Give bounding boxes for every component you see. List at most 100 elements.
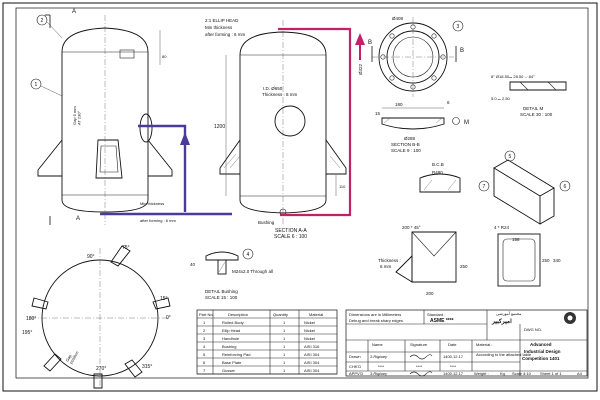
dim-250-b: 250 [460, 264, 468, 269]
dim-250-a: 250 [542, 258, 550, 263]
bcb-label: B.C.B [432, 162, 444, 167]
balloon-5: 5 [509, 154, 512, 160]
markup-strokes-purple: Min thickness after forming : 6 mm [100, 124, 232, 223]
min-thickness-top-2: after forming : 6 mm [205, 32, 246, 37]
parts-cell: Rolled Body [222, 320, 244, 325]
parts-cell: Handhole [222, 336, 240, 341]
scale-label: Scale 4:10 [512, 371, 532, 376]
sheet-border [2, 2, 598, 392]
dims-note: Dimensions are in Millimeters [349, 312, 401, 317]
parts-cell: 1 [203, 320, 206, 325]
parts-cell: 4 [203, 344, 206, 349]
parts-cell: 1 [283, 352, 286, 357]
weight-unit: Kg [500, 371, 505, 376]
section-letter-b-left: B [368, 40, 372, 46]
detail-bushing-view: 4 40 M24x2.0 Through all DETAIL Bushing … [190, 248, 273, 300]
balloon-7: 7 [483, 184, 486, 190]
standard-value: ASME **** [430, 318, 454, 324]
row-drawn: Drawn [349, 354, 361, 359]
dim-158: 158 [512, 237, 520, 242]
appvd-date: 1400.12.17 [443, 371, 464, 376]
parts-header-material: Material [309, 312, 323, 317]
dwg-no-label: DWG NO. [524, 327, 542, 332]
detail-bushing-scale: SCALE 15 : 100 [205, 295, 238, 300]
parts-cell: Nickel [304, 336, 315, 341]
front-view-vessel: 80 A A Gap 5 mmAT 230° [37, 9, 173, 225]
thickness-6-2: 6 mm [380, 264, 392, 269]
dim-6: 6 [447, 100, 450, 105]
gap-position-text: Gapposition [65, 348, 80, 365]
parts-cell: AISI 304 [304, 352, 320, 357]
detail-m-top-dim: 8° Ø18.50⌴ 28.50 ⌵ 84° [491, 74, 535, 79]
dim-340: 340 [553, 258, 561, 263]
balloon-2: 2 [41, 18, 44, 24]
chkd-signature: **** [416, 364, 423, 369]
section-letter-a-top: A [72, 9, 76, 15]
angle-180: 180° [26, 316, 36, 322]
sheet-inner-border [15, 7, 589, 379]
standard-label: Standard : [427, 312, 445, 317]
angle-195: 195° [22, 330, 32, 336]
dim-1200: 1200 [214, 124, 225, 130]
balloon-1: 1 [35, 82, 38, 88]
parts-table: Part No. Description Quantity Material 1… [196, 309, 338, 375]
parts-cell: Bushing [222, 344, 236, 349]
logo-gear-icon [564, 312, 576, 324]
dwg-title-2: Industrial Design [524, 349, 561, 354]
parts-cell: AISI 304 [304, 368, 320, 373]
parts-cell: 7 [203, 368, 206, 373]
chkd-name: **** [378, 364, 385, 369]
balloon-4: 4 [247, 252, 250, 258]
dim-80: 80 [162, 54, 167, 59]
detail-m-title: DETAIL M [523, 106, 544, 111]
min-thickness-top-1: Min thickness [205, 25, 233, 30]
logo-text-top: مجتمع آموزشی [496, 311, 521, 316]
parts-cell: Ellip Head [222, 328, 240, 333]
m24-label: M24x2.0 Through all [232, 269, 273, 274]
dim-180: 180 [395, 102, 403, 107]
gusset-isometric: 5 6 7 [478, 150, 571, 225]
dim-15: 15 [375, 111, 381, 116]
material-value: According to the attached table [476, 352, 532, 357]
section-b-scale: SCALE 9 : 100 [391, 148, 421, 153]
drawn-name: 3.Rigbary [370, 354, 388, 359]
section-b-b-profile: 180 15 6 Ø288 M SECTION B-B SCALE 9 : 10… [375, 100, 469, 153]
angle-0: 0° [166, 315, 171, 321]
parts-header-description: Description [228, 312, 248, 317]
balloon-3: 3 [457, 24, 460, 30]
dim-40: 40 [190, 262, 196, 267]
id-label: I.D. Ø650 [263, 86, 283, 91]
min-thickness-bottom-2: after forming : 6 mm [140, 218, 176, 223]
parts-cell: 1 [283, 360, 286, 365]
parts-cell: AISI 304 [304, 360, 320, 365]
parts-cell: 1 [283, 328, 286, 333]
col-signature: Signature [410, 342, 428, 347]
section-letter-a-bottom: A [76, 216, 80, 222]
parts-cell: 3 [203, 336, 206, 341]
dim-d322: Ø322 [358, 63, 363, 75]
base-plate-view: 4 * R24 158 250 340 [494, 225, 561, 287]
parts-cell: Nickel [304, 320, 315, 325]
parts-header-quantity: Quantity [273, 312, 288, 317]
dwg-title-1: Advanced [530, 342, 552, 347]
detail-m-view: 8° Ø18.50⌴ 28.50 ⌵ 84° 5.0 ⌴ 2.50 DETAIL… [491, 74, 567, 117]
markup-strokes-pink [278, 27, 365, 217]
section-a-title: SECTION A-A [275, 228, 307, 234]
appvd-name: 3.Rigbary [370, 371, 388, 376]
parts-cell: Nickel [304, 328, 315, 333]
parts-cell: Reinforcing Pad [222, 352, 250, 357]
angle-315: 315° [142, 364, 152, 370]
parts-cell: 2 [203, 328, 206, 333]
parts-cell: 1 [283, 368, 286, 373]
parts-cell: 6 [203, 360, 206, 365]
dim-200: 200 [426, 291, 434, 296]
angle-75: 75° [122, 245, 130, 251]
col-date: Date [448, 342, 457, 347]
detail-m-bottom-dim: 5.0 ⌴ 2.50 [491, 96, 511, 101]
title-block: Dimensions are in Millimeters Debug and … [345, 309, 588, 377]
chkd-date: **** [450, 364, 457, 369]
section-a-scale: SCALE 6 : 100 [274, 234, 307, 240]
thickness-6-1: Thickness : [378, 258, 401, 263]
angle-270: 270° [96, 366, 106, 372]
